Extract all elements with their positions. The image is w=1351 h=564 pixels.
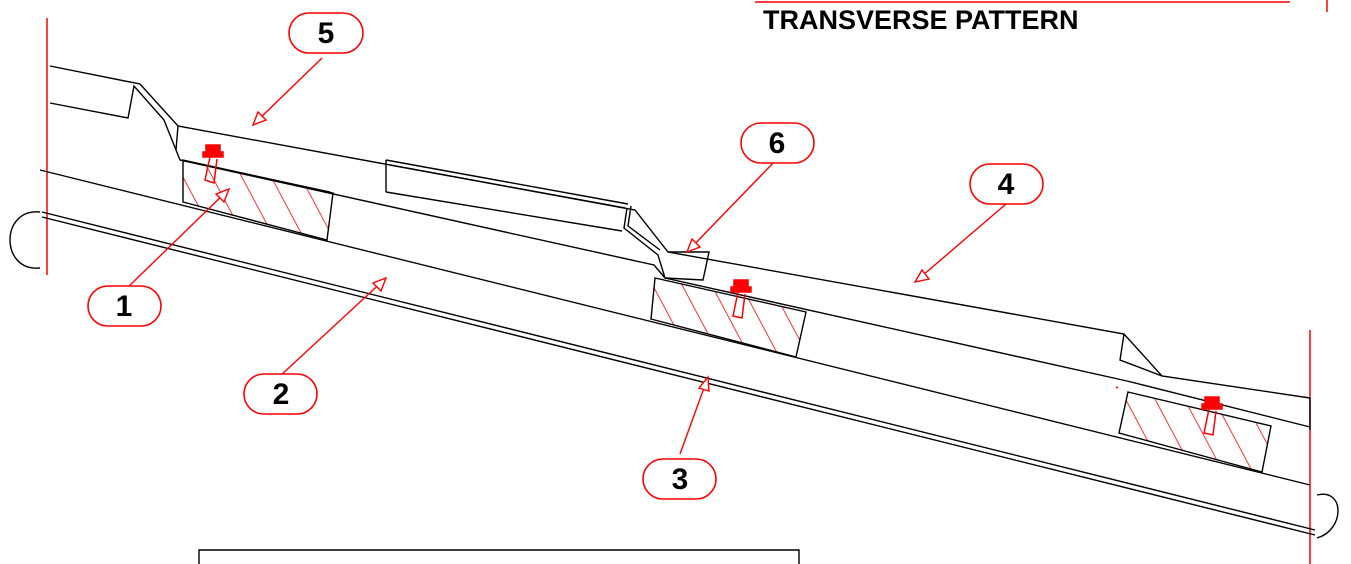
screw-1 bbox=[202, 144, 224, 185]
callout-3-label: 3 bbox=[672, 463, 689, 496]
callout-5: 5 bbox=[288, 12, 364, 54]
callout-1-label: 1 bbox=[116, 290, 133, 323]
batten-2 bbox=[650, 277, 807, 358]
batten-3 bbox=[1118, 391, 1272, 473]
callout-3: 3 bbox=[642, 458, 717, 500]
rafter bbox=[39, 169, 1316, 536]
border-lines bbox=[46, 0, 1328, 564]
callout-1: 1 bbox=[87, 285, 162, 327]
callout-4-label: 4 bbox=[998, 168, 1015, 201]
break-symbol-left bbox=[9, 211, 41, 269]
screw-3 bbox=[1201, 396, 1223, 436]
callout-4: 4 bbox=[969, 163, 1044, 205]
batten-1 bbox=[182, 159, 334, 241]
break-symbol-right bbox=[1316, 493, 1339, 539]
diagram-title: TRANSVERSE PATTERN bbox=[763, 5, 1079, 35]
callout-2-label: 2 bbox=[273, 378, 290, 411]
screw-2 bbox=[730, 279, 752, 319]
roof-sheet bbox=[49, 65, 1311, 430]
callout-6-label: 6 bbox=[769, 127, 786, 160]
legend-box bbox=[198, 549, 800, 564]
callout-2: 2 bbox=[243, 373, 318, 415]
leader-lines bbox=[124, 57, 1119, 455]
callout-6: 6 bbox=[740, 122, 815, 164]
callout-5-label: 5 bbox=[318, 17, 335, 50]
